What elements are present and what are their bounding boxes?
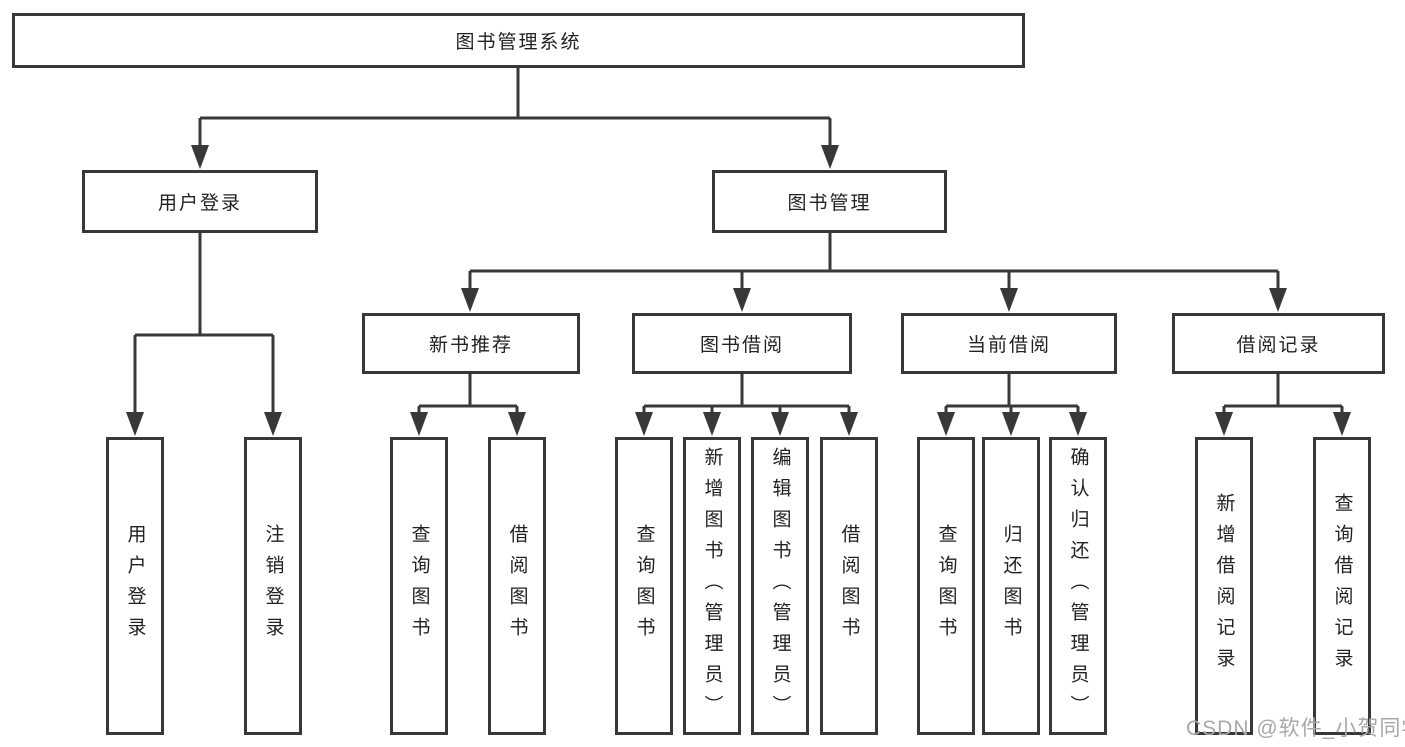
leaf-add-book-admin-label: 新增图书（管理员） xyxy=(701,446,723,726)
leaf-borrow-books-recommend-label: 借阅图书 xyxy=(506,524,528,648)
leaf-query-books-borrow: 查询图书 xyxy=(615,437,673,735)
node-new-book-recommend-label: 新书推荐 xyxy=(428,335,513,356)
leaf-query-books-current: 查询图书 xyxy=(917,437,975,735)
node-book-management: 图书管理 xyxy=(712,170,947,233)
leaf-confirm-return-admin: 确认归还（管理员） xyxy=(1049,437,1107,735)
leaf-logout: 注销登录 xyxy=(244,437,302,735)
leaf-query-books-recommend: 查询图书 xyxy=(390,437,448,735)
leaf-user-login: 用户登录 xyxy=(106,437,164,735)
leaf-add-borrow-record: 新增借阅记录 xyxy=(1195,437,1253,735)
leaf-user-login-label: 用户登录 xyxy=(124,524,146,648)
node-user-login: 用户登录 xyxy=(82,170,318,233)
leaf-edit-book-admin-label: 编辑图书（管理员） xyxy=(769,446,791,726)
node-borrow-records: 借阅记录 xyxy=(1172,313,1385,374)
leaf-query-borrow-record-label: 查询借阅记录 xyxy=(1331,493,1353,679)
leaf-return-books: 归还图书 xyxy=(982,437,1040,735)
leaf-return-books-label: 归还图书 xyxy=(1000,524,1022,648)
leaf-query-books-borrow-label: 查询图书 xyxy=(633,524,655,648)
leaf-borrow-books: 借阅图书 xyxy=(820,437,878,735)
node-book-borrow: 图书借阅 xyxy=(632,313,852,374)
leaf-logout-label: 注销登录 xyxy=(262,524,284,648)
node-root-label: 图书管理系统 xyxy=(455,32,582,53)
leaf-add-borrow-record-label: 新增借阅记录 xyxy=(1213,493,1235,679)
leaf-query-books-current-label: 查询图书 xyxy=(935,524,957,648)
leaf-query-borrow-record: 查询借阅记录 xyxy=(1313,437,1371,735)
leaf-edit-book-admin: 编辑图书（管理员） xyxy=(751,437,809,735)
node-root: 图书管理系统 xyxy=(12,13,1025,68)
leaf-query-books-recommend-label: 查询图书 xyxy=(408,524,430,648)
node-current-borrow: 当前借阅 xyxy=(901,313,1117,374)
watermark: CSDN @软件_小贺同学 xyxy=(1186,717,1405,740)
node-user-login-label: 用户登录 xyxy=(157,193,242,214)
node-book-management-label: 图书管理 xyxy=(787,193,872,214)
node-book-borrow-label: 图书借阅 xyxy=(699,335,784,356)
node-borrow-records-label: 借阅记录 xyxy=(1236,335,1321,356)
leaf-borrow-books-recommend: 借阅图书 xyxy=(488,437,546,735)
leaf-confirm-return-admin-label: 确认归还（管理员） xyxy=(1067,446,1089,726)
node-current-borrow-label: 当前借阅 xyxy=(966,335,1051,356)
leaf-borrow-books-label: 借阅图书 xyxy=(838,524,860,648)
node-new-book-recommend: 新书推荐 xyxy=(362,313,580,374)
leaf-add-book-admin: 新增图书（管理员） xyxy=(683,437,741,735)
